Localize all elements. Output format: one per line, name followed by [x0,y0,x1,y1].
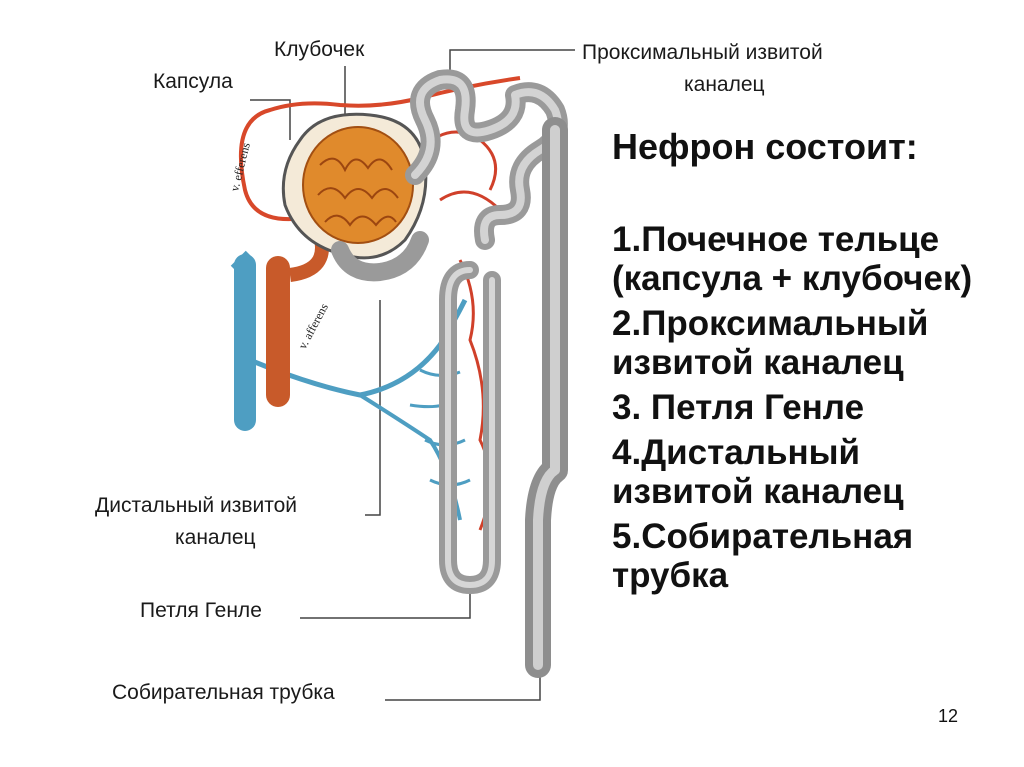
label-proximal-line2: каналец [684,71,765,99]
label-capsule: Капсула [153,68,233,96]
leader-line-proximal [450,50,575,75]
list-item: 3. Петля Генле [612,388,992,427]
label-collecting-duct: Собирательная трубка [112,679,335,707]
list-item: 2.Проксимальный извитой каналец [612,304,992,382]
renal-corpuscle [283,114,426,258]
list-item: 5.Собирательная трубка [612,517,992,595]
label-loop-of-henle: Петля Генле [140,597,262,625]
label-proximal-line1: Проксимальный извитой [582,39,823,67]
label-distal-line2: каналец [175,524,256,552]
label-glomerulus: Клубочек [274,36,364,64]
leader-line-loop [300,590,470,618]
page-number: 12 [938,706,958,727]
glomerulus [303,127,413,243]
slide-heading: Нефрон состоит: [612,126,918,168]
leader-line-collecting [385,675,540,700]
label-v-efferens: v. efferens [227,141,253,193]
loop-of-henle [448,270,492,585]
component-list: 1.Почечное тельце (капсула + клубочек) 2… [612,220,992,601]
list-item: 4.Дистальный извитой каналец [612,433,992,511]
nephron-diagram: v. efferens v. afferens [0,0,600,767]
label-distal-line1: Дистальный извитой [95,492,297,520]
label-v-afferens: v. afferens [295,301,331,352]
list-item: 1.Почечное тельце (капсула + клубочек) [612,220,992,298]
